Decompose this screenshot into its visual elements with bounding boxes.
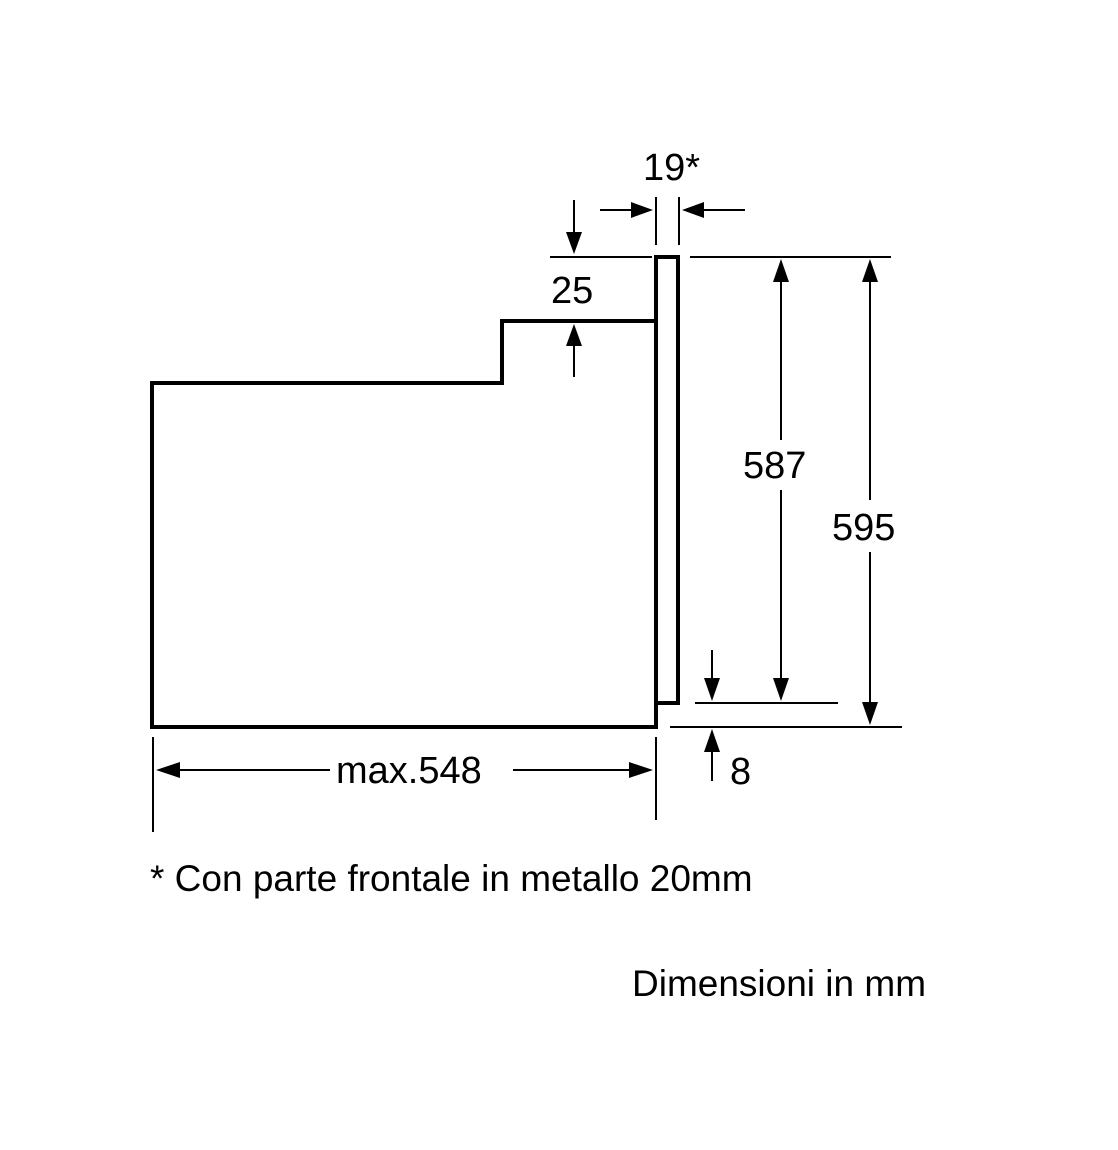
oven-body-outline — [150, 319, 658, 729]
arrow-up-icon — [773, 259, 789, 282]
arrow-down-icon — [773, 678, 789, 701]
arrow-left-icon — [156, 762, 180, 778]
oven-front-panel-outline — [654, 255, 680, 705]
dimension-label-bottom-gap: 8 — [730, 751, 751, 793]
footnote-text: * Con parte frontale in metallo 20mm — [150, 858, 753, 899]
arrow-down-icon — [862, 702, 878, 725]
dimension-bottom-gap: 8 — [704, 650, 751, 793]
dimension-label-front-thickness: 19* — [643, 147, 700, 189]
arrow-up-icon — [704, 729, 720, 752]
dimension-front-thickness: 19* — [600, 147, 745, 245]
arrow-down-icon — [566, 232, 582, 254]
dimension-overall-height: 595 — [670, 259, 902, 728]
arrow-up-icon — [566, 324, 582, 346]
dimension-label-top-recess: 25 — [551, 270, 593, 312]
arrow-right-icon — [631, 202, 653, 218]
dimension-label-max-depth: max.548 — [336, 750, 482, 792]
arrow-right-icon — [629, 762, 653, 778]
dimension-label-overall-height: 595 — [832, 507, 895, 549]
dimension-top-recess: 25 — [550, 200, 652, 377]
dimension-label-front-height: 587 — [743, 445, 806, 487]
arrow-up-icon — [862, 259, 878, 282]
arrow-down-icon — [704, 678, 720, 701]
dimension-max-depth: max.548 — [152, 737, 657, 832]
dimension-front-height: 587 — [690, 256, 891, 704]
arrow-left-icon — [682, 202, 704, 218]
units-caption: Dimensioni in mm — [632, 963, 927, 1004]
